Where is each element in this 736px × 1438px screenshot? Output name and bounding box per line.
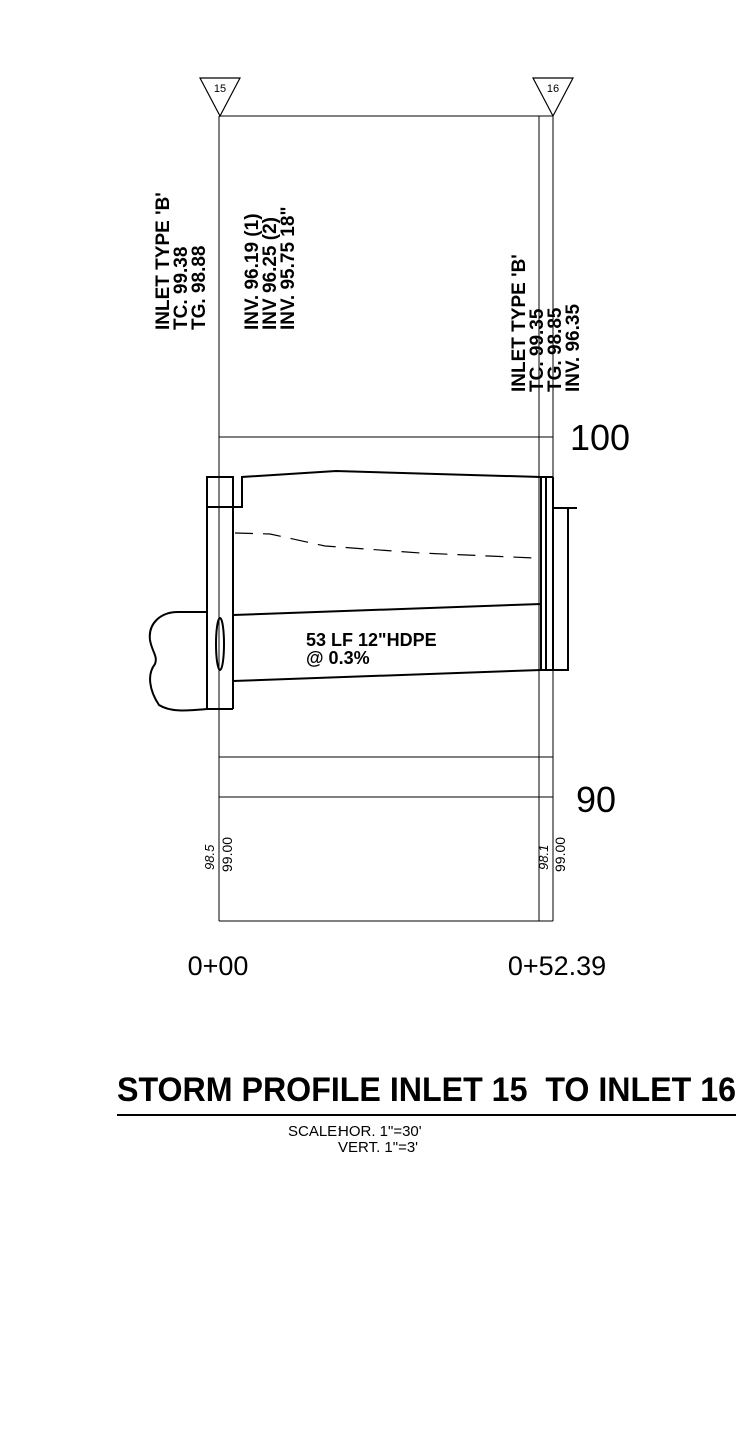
scale-note: SCALE: HOR. 1"=30' VERT. 1"=3' — [288, 1123, 422, 1156]
inlet-15-tc: TC. 99.38 — [171, 247, 192, 330]
elevation-100-label: 100 — [570, 417, 630, 458]
pipe-label: 53 LF 12"HDPE @ 0.3% — [306, 630, 437, 668]
pipe-label-slope: @ 0.3% — [306, 648, 370, 668]
ground-elevations: 98.5 99.00 98.1 99.00 — [202, 837, 568, 872]
drawing-title: STORM PROFILE INLET 15 TO INLET 16 — [117, 1071, 736, 1109]
ground-surface — [233, 469, 542, 508]
scale-vertical: VERT. 1"=3' — [338, 1139, 418, 1156]
inlet-15-label: INLET TYPE 'B' TC. 99.38 TG. 98.88 INV. … — [153, 192, 299, 330]
hydraulic-grade-line — [234, 532, 536, 559]
inlet-15-marker: 15 — [199, 77, 241, 118]
inlet-15-type: INLET TYPE 'B' — [153, 192, 174, 330]
right-proposed-elevation: 99.00 — [552, 837, 568, 872]
inlet-15-number: 15 — [214, 83, 226, 95]
inlet-15-tg: TG. 98.88 — [189, 246, 210, 331]
inlet-16-type: INLET TYPE 'B' — [509, 254, 530, 392]
inlet-15-structure — [206, 476, 234, 710]
scale-label: SCALE: — [288, 1123, 341, 1140]
inlet-15-inv-1: INV. 96.19 (1) — [242, 213, 263, 330]
scale-horizontal: HOR. 1"=30' — [338, 1123, 422, 1140]
inlet-16-number: 16 — [547, 83, 559, 95]
inlet-16-label: INLET TYPE 'B' TC. 99.35 TG. 98.85 INV. … — [509, 254, 584, 392]
pipe-label-size: 53 LF 12"HDPE — [306, 630, 437, 650]
storm-pipe — [148, 603, 542, 712]
left-existing-elevation: 98.5 — [202, 844, 217, 870]
inlet-16-tg: TG. 98.85 — [545, 307, 566, 392]
inlet-16-tc: TC. 99.35 — [527, 308, 548, 392]
inlet-16-structure — [540, 476, 577, 671]
elevation-90-label: 90 — [576, 779, 616, 820]
inlet-15-inv-2: INV 96.25 (2) — [260, 217, 281, 330]
inlet-16-inv: INV. 96.35 — [563, 304, 584, 392]
left-proposed-elevation: 99.00 — [219, 837, 235, 872]
station-start-label: 0+00 — [188, 951, 249, 981]
right-existing-elevation: 98.1 — [536, 845, 551, 870]
inlet-16-marker: 16 — [532, 77, 574, 118]
station-end-label: 0+52.39 — [508, 951, 606, 981]
inlet-15-inv-3: INV. 95.75 18" — [278, 207, 299, 330]
